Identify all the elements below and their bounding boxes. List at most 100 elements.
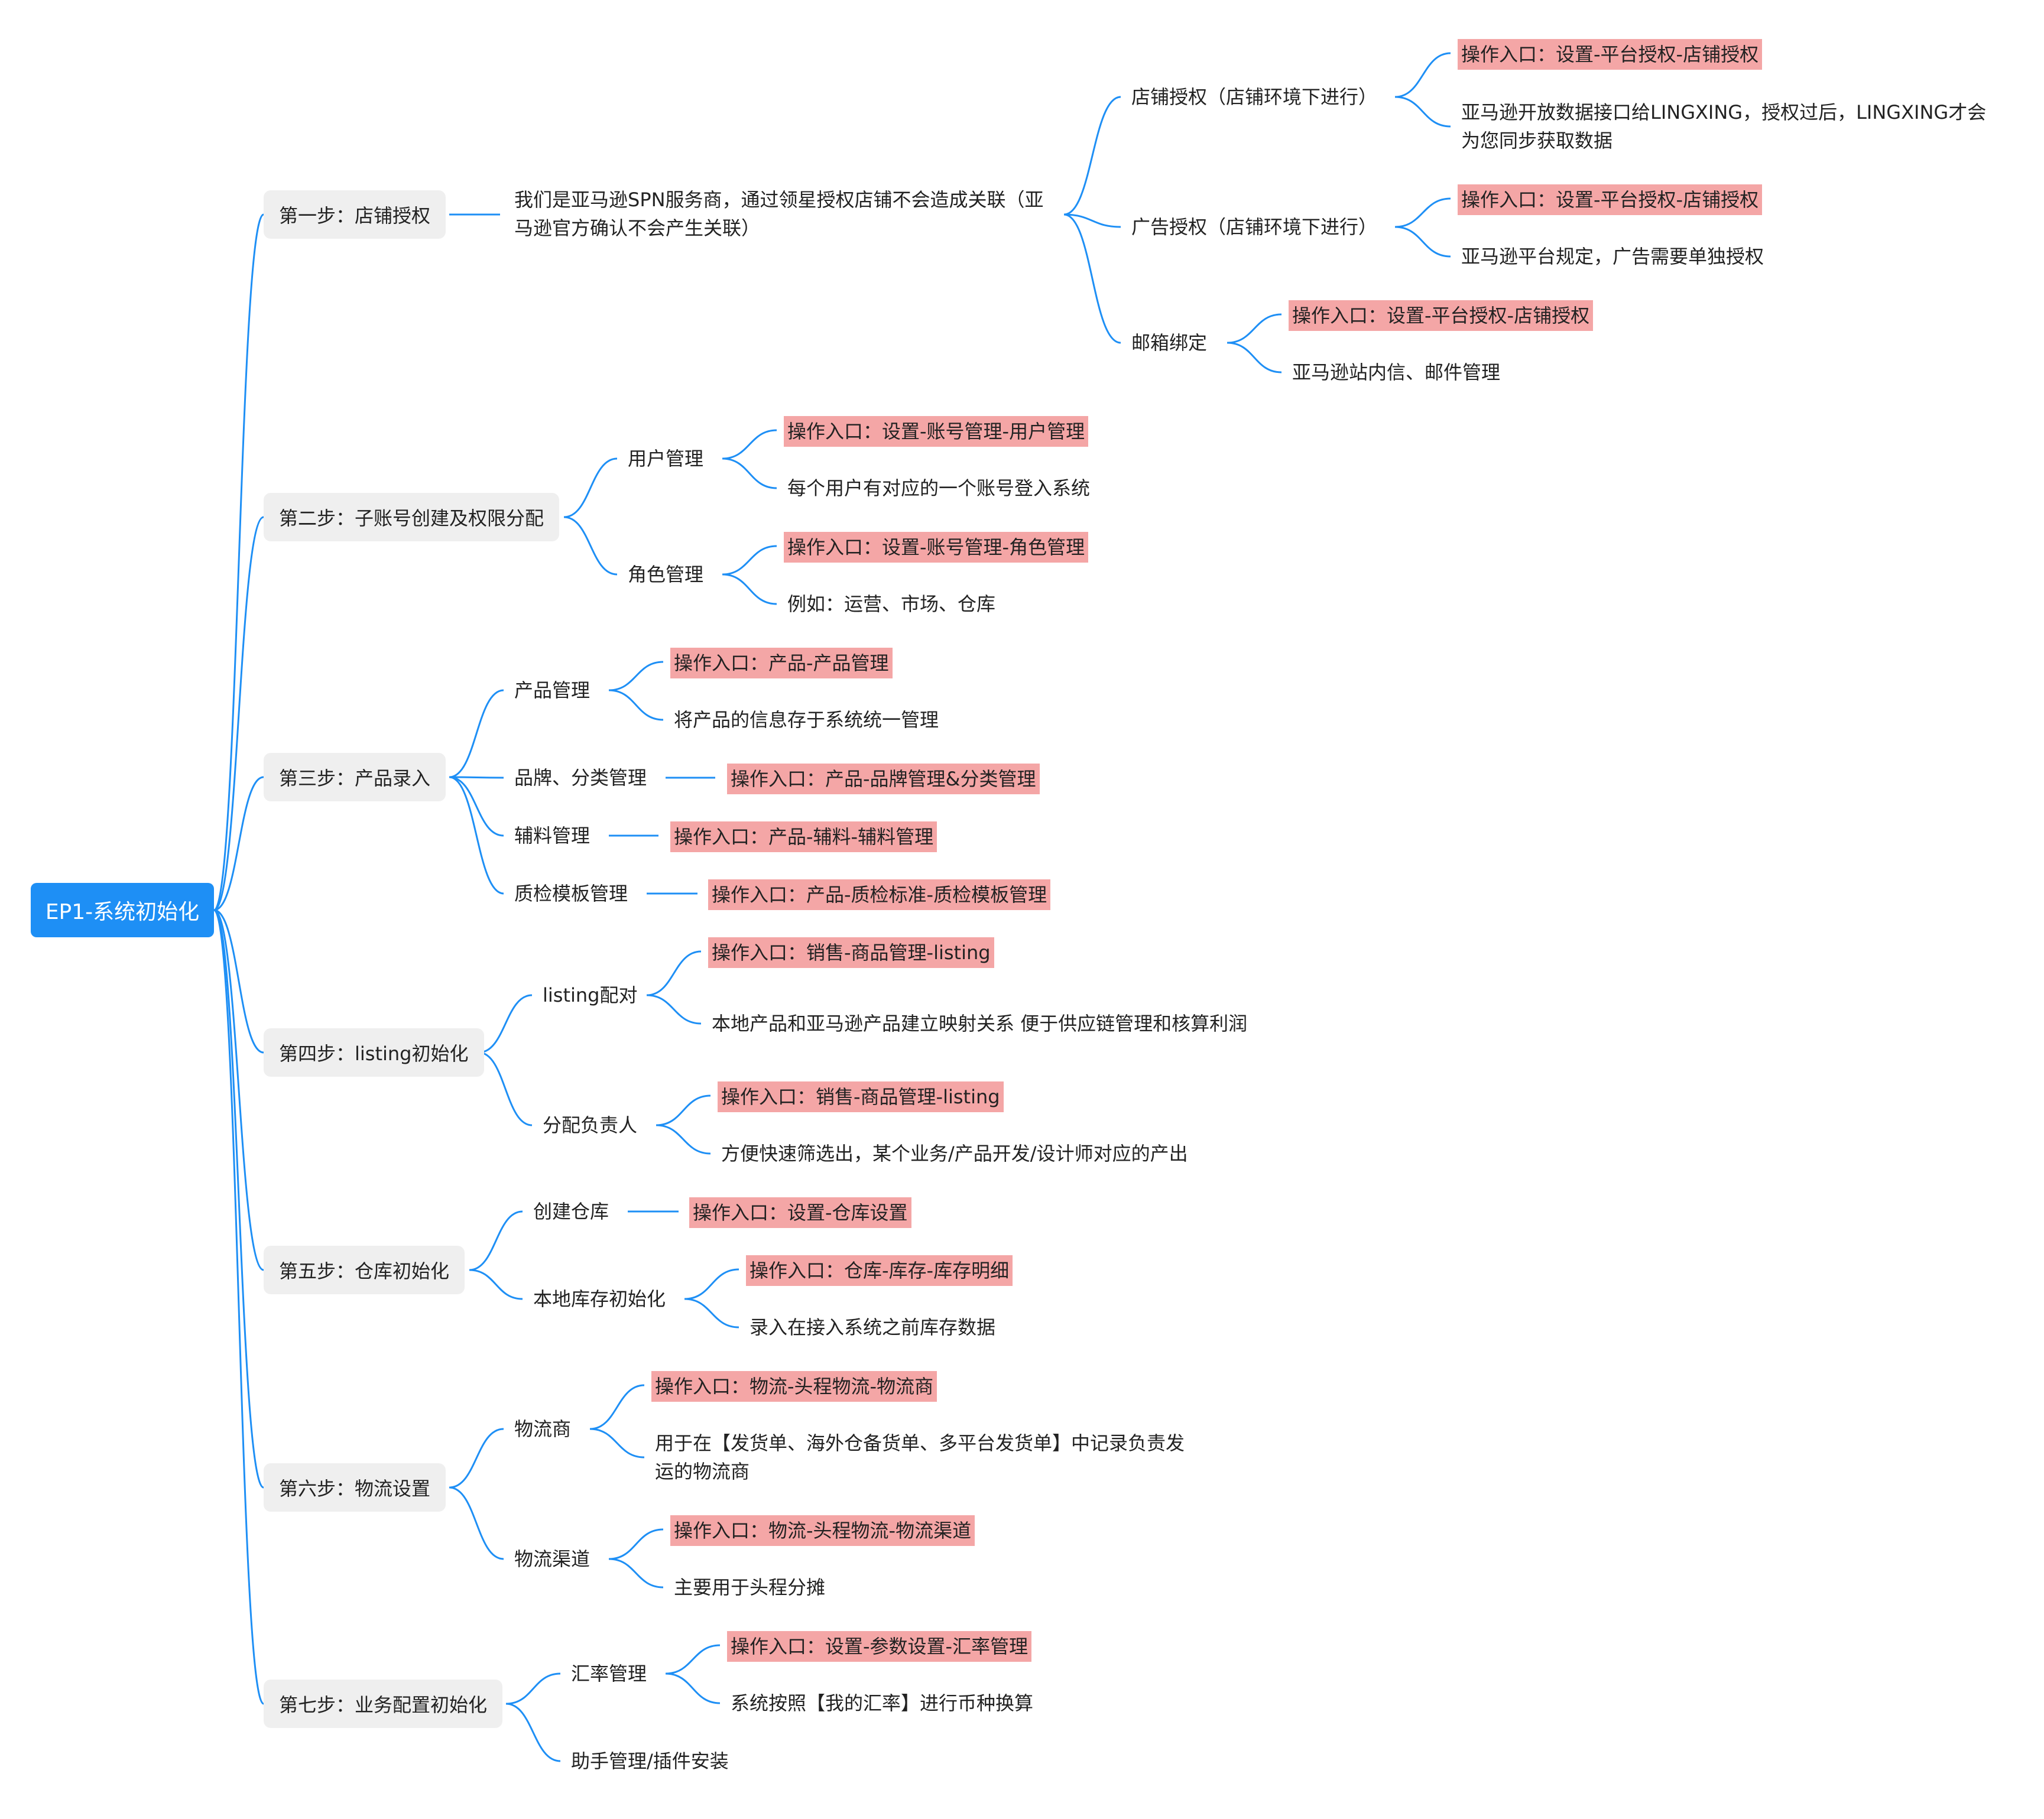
connector-26 bbox=[449, 776, 504, 837]
connector-38 bbox=[656, 1124, 711, 1155]
connector-24 bbox=[449, 689, 504, 778]
connector-14 bbox=[1394, 197, 1451, 228]
step-6-group-2-entry: 操作入口：物流-头程物流-物流渠道 bbox=[670, 1515, 975, 1546]
connector-20 bbox=[722, 429, 777, 460]
step-4-group-2-entry: 操作入口：销售-商品管理-listing bbox=[718, 1081, 1004, 1112]
step-2-group-1-label[interactable]: 用户管理 bbox=[628, 447, 704, 470]
connector-6 bbox=[213, 909, 264, 1489]
step-5-group-2-entry: 操作入口：仓库-库存-库存明细 bbox=[746, 1255, 1013, 1286]
step-5-group-2-desc: 录入在接入系统之前库存数据 bbox=[750, 1316, 996, 1339]
step-1-note: 我们是亚马逊SPN服务商，通过领星授权店铺不会造成关联（亚马逊官方确认不会产生关… bbox=[514, 189, 1044, 239]
connector-34 bbox=[478, 1051, 533, 1126]
step-1-group-1-label[interactable]: 店铺授权（店铺环境下进行） bbox=[1131, 86, 1378, 108]
connector-52 bbox=[665, 1644, 721, 1675]
step-7-group-1-label[interactable]: 汇率管理 bbox=[571, 1662, 647, 1685]
step-2-group-2-entry: 操作入口：设置-账号管理-角色管理 bbox=[784, 532, 1089, 563]
step-1-group-3-label[interactable]: 邮箱绑定 bbox=[1131, 332, 1208, 354]
step-3-group-4-label[interactable]: 质检模板管理 bbox=[514, 882, 628, 905]
step-3-group-3-label[interactable]: 辅料管理 bbox=[514, 824, 591, 847]
step-4-group-2-desc: 方便快速筛选出，某个业务/产品开发/设计师对应的产出 bbox=[721, 1142, 1188, 1165]
step-3-group-1-desc: 将产品的信息存于系统统一管理 bbox=[674, 709, 939, 731]
connector-3 bbox=[213, 776, 264, 911]
connector-29 bbox=[608, 689, 664, 721]
step-5-node[interactable]: 第五步：仓库初始化 bbox=[264, 1246, 465, 1294]
connector-10 bbox=[1063, 213, 1121, 228]
step-1-group-3-entry: 操作入口：设置-平台授权-店铺授权 bbox=[1289, 300, 1594, 331]
step-5-group-1-label[interactable]: 创建仓库 bbox=[533, 1200, 609, 1223]
connector-50 bbox=[505, 1672, 561, 1705]
root-node[interactable]: EP1-系统初始化 bbox=[31, 883, 214, 937]
step-3-group-2-label[interactable]: 品牌、分类管理 bbox=[514, 766, 647, 789]
step-6-group-2-desc: 主要用于头程分摊 bbox=[674, 1576, 826, 1599]
connector-37 bbox=[656, 1094, 711, 1126]
step-3-group-4-entry: 操作入口：产品-质检标准-质检模板管理 bbox=[708, 879, 1051, 910]
step-2-group-2-label[interactable]: 角色管理 bbox=[628, 563, 704, 586]
step-3-group-2-entry: 操作入口：产品-品牌管理&分类管理 bbox=[727, 764, 1040, 794]
step-4-group-2-label[interactable]: 分配负责人 bbox=[543, 1114, 638, 1136]
step-7-group-1-entry: 操作入口：设置-参数设置-汇率管理 bbox=[727, 1631, 1032, 1662]
step-1-group-1-entry: 操作入口：设置-平台授权-店铺授权 bbox=[1458, 39, 1763, 70]
step-6-group-1-desc: 用于在【发货单、海外仓备货单、多平台发货单】中记录负责发运的物流商 bbox=[655, 1432, 1185, 1483]
step-1-node[interactable]: 第一步：店铺授权 bbox=[264, 190, 446, 239]
connector-12 bbox=[1394, 52, 1451, 98]
connector-46 bbox=[589, 1384, 645, 1430]
step-5-group-1-entry: 操作入口：设置-仓库设置 bbox=[689, 1197, 911, 1228]
connector-22 bbox=[722, 545, 777, 576]
step-1-group-2-entry: 操作入口：设置-平台授权-店铺授权 bbox=[1458, 184, 1763, 215]
step-5-group-2-label[interactable]: 本地库存初始化 bbox=[533, 1288, 666, 1310]
connector-17 bbox=[1227, 342, 1282, 373]
step-4-node[interactable]: 第四步：listing初始化 bbox=[264, 1028, 484, 1077]
step-1-group-2-desc: 亚马逊平台规定，广告需要单独授权 bbox=[1461, 245, 1764, 268]
step-6-group-1-entry: 操作入口：物流-头程物流-物流商 bbox=[651, 1371, 937, 1402]
step-7-group-2-label[interactable]: 助手管理/插件安装 bbox=[571, 1750, 729, 1772]
connector-9 bbox=[1063, 96, 1121, 216]
step-3-node[interactable]: 第三步：产品录入 bbox=[264, 753, 446, 801]
connector-15 bbox=[1394, 226, 1451, 258]
step-2-group-1-entry: 操作入口：设置-账号管理-用户管理 bbox=[784, 416, 1089, 447]
step-7-group-1-desc: 系统按照【我的汇率】进行币种换算 bbox=[731, 1692, 1034, 1714]
connector-44 bbox=[449, 1428, 504, 1489]
connector-25 bbox=[449, 776, 504, 779]
connector-36 bbox=[646, 994, 702, 1025]
step-6-group-1-label[interactable]: 物流商 bbox=[514, 1418, 572, 1440]
step-3-group-1-label[interactable]: 产品管理 bbox=[514, 679, 591, 701]
connector-23 bbox=[722, 573, 777, 605]
step-1-group-1-desc: 亚马逊开放数据接口给LINGXING，授权过后，LINGXING才会为您同步获取… bbox=[1461, 101, 1987, 152]
step-1-group-3-desc: 亚马逊站内信、邮件管理 bbox=[1292, 361, 1501, 384]
connector-40 bbox=[469, 1269, 523, 1300]
step-1-group-2-label[interactable]: 广告授权（店铺环境下进行） bbox=[1131, 216, 1378, 238]
connector-49 bbox=[608, 1558, 664, 1589]
connector-13 bbox=[1394, 96, 1451, 128]
step-7-node[interactable]: 第七步：业务配置初始化 bbox=[264, 1680, 503, 1728]
connector-1 bbox=[213, 213, 265, 911]
connector-35 bbox=[646, 950, 702, 996]
step-3-group-1-entry: 操作入口：产品-产品管理 bbox=[670, 648, 893, 678]
connector-47 bbox=[589, 1428, 645, 1459]
step-6-group-2-label[interactable]: 物流渠道 bbox=[514, 1548, 591, 1570]
step-4-group-1-desc: 本地产品和亚马逊产品建立映射关系 便于供应链管理和核算利润 bbox=[712, 1012, 1248, 1035]
connector-39 bbox=[469, 1210, 523, 1271]
connector-42 bbox=[684, 1268, 739, 1300]
step-2-group-1-desc: 每个用户有对应的一个账号登入系统 bbox=[787, 477, 1091, 499]
connector-5 bbox=[213, 909, 264, 1271]
connector-19 bbox=[563, 516, 618, 576]
connector-27 bbox=[449, 776, 504, 895]
connector-21 bbox=[722, 457, 777, 489]
connector-16 bbox=[1227, 313, 1282, 344]
connector-45 bbox=[449, 1486, 504, 1560]
step-3-group-3-entry: 操作入口：产品-辅料-辅料管理 bbox=[670, 821, 937, 852]
step-4-group-1-label[interactable]: listing配对 bbox=[543, 984, 638, 1006]
connector-2 bbox=[213, 516, 264, 911]
step-2-group-2-desc: 例如：运营、市场、仓库 bbox=[787, 593, 996, 615]
connector-28 bbox=[608, 661, 664, 691]
connector-7 bbox=[213, 909, 265, 1705]
step-6-node[interactable]: 第六步：物流设置 bbox=[264, 1463, 446, 1512]
connector-43 bbox=[684, 1298, 739, 1328]
connector-53 bbox=[665, 1672, 721, 1704]
connector-11 bbox=[1063, 213, 1121, 344]
connector-48 bbox=[608, 1528, 664, 1560]
step-2-node[interactable]: 第二步：子账号创建及权限分配 bbox=[264, 493, 560, 541]
connector-33 bbox=[478, 994, 533, 1054]
